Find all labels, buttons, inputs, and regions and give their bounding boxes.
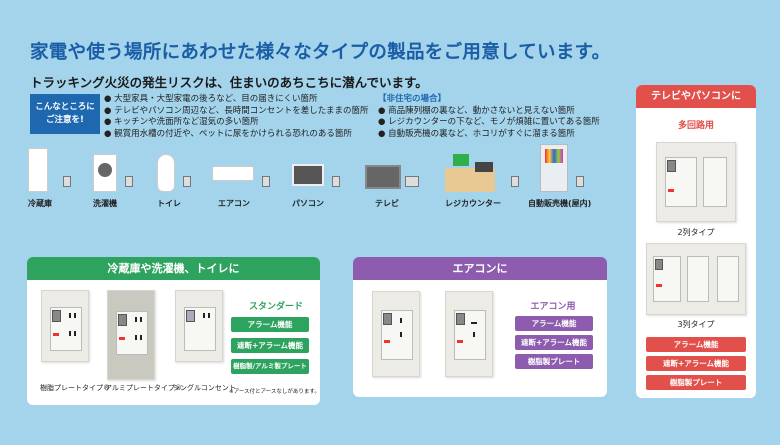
list-item: 商品陳列棚の裏など、動かさないと見えない箇所 (378, 106, 600, 118)
feature-tag: 樹脂製/アルミ製プレート (231, 359, 309, 374)
notice-line2: ご注意を! (46, 115, 84, 125)
outlet-icon (125, 176, 133, 187)
basket-icon (453, 154, 469, 166)
list-item: 大型家具・大型家電の後ろなど、目の届きにくい箇所 (104, 94, 368, 106)
panel-header: テレビやパソコンに (636, 85, 756, 108)
device-label: テレビ (375, 199, 399, 208)
list-item: レジカウンターの下など、モノが煩雑に置いてある箇所 (378, 117, 600, 129)
outlet-icon (332, 176, 340, 187)
device-label: 自動販売機(屋内) (528, 199, 592, 208)
feature-tag: 樹脂製プレート (515, 354, 593, 369)
feature-tag: アラーム機能 (515, 316, 593, 331)
aluminum-plate-outlet-image (107, 290, 155, 380)
notice-badge: こんなところに ご注意を! (30, 94, 100, 134)
aircon-heading: エアコン用 (530, 302, 576, 312)
resin-plate-outlet-image (41, 290, 89, 362)
three-row-outlet-image (646, 243, 746, 315)
device-label: 洗濯機 (93, 199, 117, 208)
toilet-icon (157, 154, 175, 192)
feature-tag: 遮断+アラーム機能 (646, 356, 746, 371)
washer-icon (93, 154, 117, 192)
standard-panel: 冷蔵庫や洗濯機、トイレに 樹脂プレートタイプ® アルミプレートタイプ® シングル… (27, 257, 320, 405)
device-label: パソコン (292, 199, 324, 208)
outlet-icon (262, 176, 270, 187)
outlet-icon (576, 176, 584, 187)
single-outlet-image (175, 290, 223, 362)
list-item: テレビやパソコン周辺など、長時間コンセントを差したままの箇所 (104, 106, 368, 118)
outlet-icon (405, 176, 419, 187)
aircon-outlet-image-1 (372, 291, 420, 377)
product-caption: シングルコンセント (173, 384, 236, 392)
outlet-icon (183, 176, 191, 187)
counter-icon (445, 168, 495, 192)
feature-tag: 遮断+アラーム機能 (515, 335, 593, 350)
panel-header: 冷蔵庫や洗濯機、トイレに (27, 257, 320, 280)
type-caption: 2列タイプ (677, 228, 715, 237)
feature-tag: 遮断+アラーム機能 (231, 338, 309, 353)
feature-tag: アラーム機能 (231, 317, 309, 332)
device-label: エアコン (218, 199, 250, 208)
outlet-icon (63, 176, 71, 187)
non-residential-list: 【非住宅の場合】 商品陳列棚の裏など、動かさないと見えない箇所 レジカウンターの… (378, 94, 600, 140)
aircon-outlet-image-2 (445, 291, 493, 377)
outlet-icon (511, 176, 519, 187)
subtitle: トラッキング火災の発生リスクは、住まいのあちこちに潜んでいます。 (30, 75, 428, 90)
multi-circuit-heading: 多回路用 (677, 121, 714, 131)
notice-line1: こんなところに (35, 102, 95, 112)
tv-icon (365, 165, 401, 189)
residential-list: 大型家具・大型家電の後ろなど、目の届きにくい箇所 テレビやパソコン周辺など、長時… (104, 94, 368, 140)
type-caption: 3列タイプ (677, 320, 715, 329)
aircon-icon (212, 166, 254, 181)
list-item: キッチンや洗面所など湿気の多い箇所 (104, 117, 368, 129)
aircon-panel: エアコンに エアコン用 アラーム機能 遮断+アラーム機能 樹脂製プレート (353, 257, 607, 397)
product-caption: アルミプレートタイプ® (105, 384, 182, 392)
feature-tag: アラーム機能 (646, 337, 746, 352)
monitor-icon (292, 164, 324, 186)
list-item: 自動販売機の裏など、ホコリがすぐに溜まる箇所 (378, 129, 600, 141)
device-label: トイレ (157, 199, 181, 208)
non-residential-heading: 【非住宅の場合】 (378, 94, 447, 104)
fridge-icon (28, 148, 48, 192)
two-row-outlet-image (656, 142, 736, 222)
list-item: 観賞用水槽の付近や、ペットに尿をかけられる恐れのある箇所 (104, 129, 368, 141)
register-icon (475, 162, 493, 172)
vending-machine-icon (540, 144, 568, 192)
product-caption: 樹脂プレートタイプ® (40, 384, 110, 392)
page-title: 家電や使う場所にあわせた様々なタイプの製品をご用意しています。 (30, 42, 611, 63)
feature-tag: 樹脂製プレート (646, 375, 746, 390)
earth-note: ※アース付とアースなしがあります。 (229, 389, 320, 395)
multi-circuit-panel: テレビやパソコンに 多回路用 2列タイプ 3列タイプ アラーム機能 遮断+アラー… (636, 85, 756, 398)
standard-heading: スタンダード (248, 302, 303, 312)
device-label: レジカウンター (445, 199, 501, 208)
device-label: 冷蔵庫 (28, 199, 52, 208)
panel-header: エアコンに (353, 257, 607, 280)
